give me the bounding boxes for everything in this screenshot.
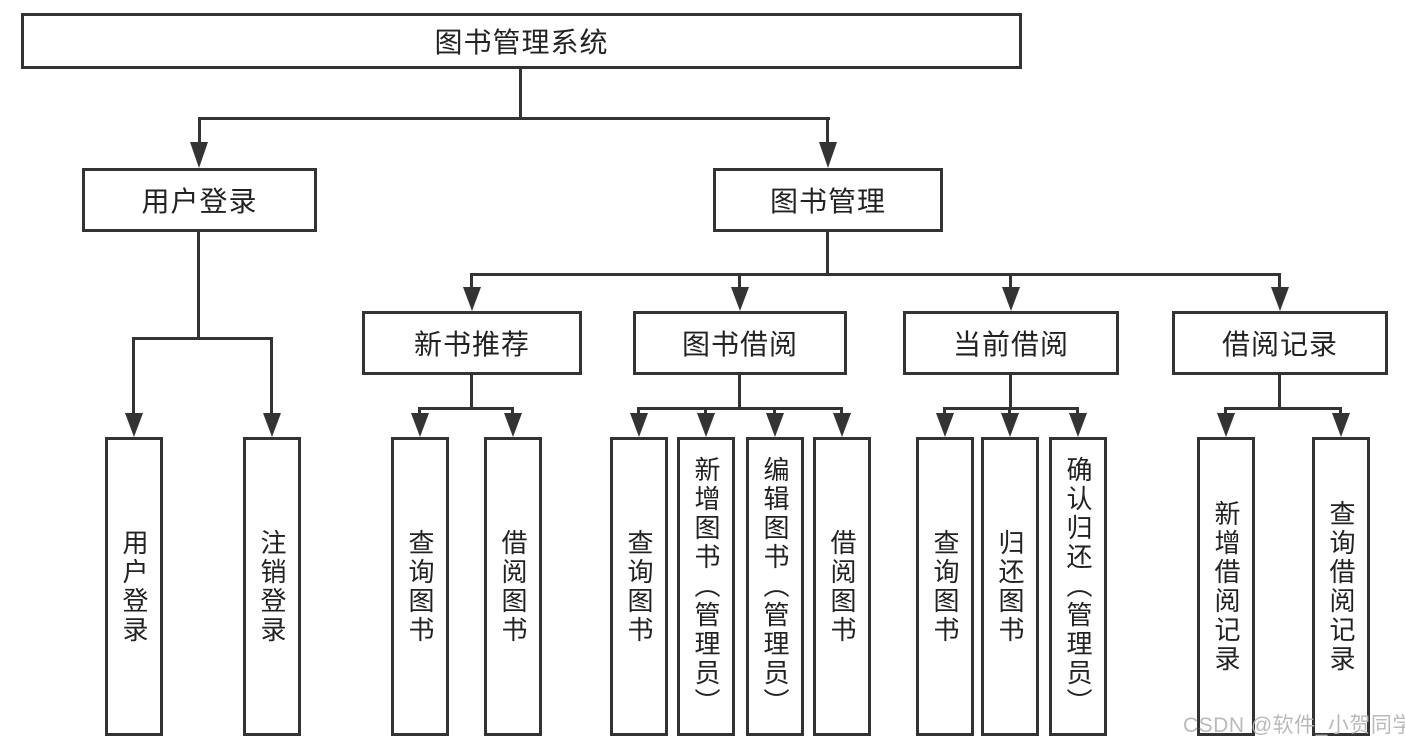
connector-line xyxy=(519,68,522,117)
connector-line xyxy=(198,117,201,144)
leaf-logout-login: 注销登录 xyxy=(243,437,301,736)
arrow-down-icon xyxy=(504,413,522,437)
connector-line xyxy=(1224,407,1342,410)
node-current-borrow: 当前借阅 xyxy=(903,311,1119,375)
leaf-cb-return-books: 归还图书 xyxy=(981,437,1039,736)
arrow-down-icon xyxy=(1217,413,1235,437)
node-root: 图书管理系统 xyxy=(21,13,1022,69)
arrow-down-icon xyxy=(411,413,429,437)
leaf-br-add-borrow-record-label: 新增借阅记录 xyxy=(1211,499,1241,674)
connector-line xyxy=(132,337,135,415)
arrow-down-icon xyxy=(125,413,143,437)
node-user-login: 用户登录 xyxy=(82,168,317,232)
connector-line xyxy=(198,117,830,120)
connector-line xyxy=(1339,407,1342,415)
arrow-down-icon xyxy=(1069,413,1087,437)
leaf-rec-borrow-books: 借阅图书 xyxy=(484,437,542,736)
leaf-bb-borrow-books: 借阅图书 xyxy=(813,437,871,736)
leaf-cb-query-books: 查询图书 xyxy=(916,437,974,736)
connector-line xyxy=(132,337,273,340)
watermark: CSDN @软件_小贺同学 xyxy=(1183,714,1405,737)
node-user-login-label: 用户登录 xyxy=(141,186,258,217)
leaf-bb-edit-books-admin: 编辑图书（管理员） xyxy=(746,437,804,736)
leaf-logout-login-label: 注销登录 xyxy=(257,528,287,645)
connector-line xyxy=(738,273,741,289)
leaf-bb-borrow-books-label: 借阅图书 xyxy=(827,528,857,645)
arrow-down-icon xyxy=(697,413,715,437)
connector-line xyxy=(943,407,1079,410)
node-book-borrow: 图书借阅 xyxy=(633,311,847,375)
node-borrow-records-label: 借阅记录 xyxy=(1221,329,1338,360)
connector-line xyxy=(470,273,1281,276)
connector-line xyxy=(1278,375,1281,407)
arrow-down-icon xyxy=(1332,413,1350,437)
arrow-down-icon xyxy=(833,413,851,437)
leaf-rec-borrow-books-label: 借阅图书 xyxy=(498,528,528,645)
connector-line xyxy=(1009,375,1012,407)
leaf-cb-confirm-return-admin: 确认归还（管理员） xyxy=(1049,437,1107,736)
arrow-down-icon xyxy=(263,413,281,437)
arrow-down-icon xyxy=(1002,287,1020,311)
connector-line xyxy=(1008,407,1011,415)
arrow-down-icon xyxy=(819,142,837,168)
connector-line xyxy=(943,407,946,415)
connector-line xyxy=(197,232,200,337)
arrow-down-icon xyxy=(630,413,648,437)
node-new-book-recommend-label: 新书推荐 xyxy=(413,329,530,360)
node-book-borrow-label: 图书借阅 xyxy=(681,329,798,360)
connector-line xyxy=(840,407,843,415)
arrow-down-icon xyxy=(766,413,784,437)
arrow-down-icon xyxy=(1001,413,1019,437)
node-root-label: 图书管理系统 xyxy=(434,27,609,58)
connector-line xyxy=(270,337,273,415)
arrow-down-icon xyxy=(936,413,954,437)
leaf-bb-query-books: 查询图书 xyxy=(610,437,668,736)
leaf-cb-confirm-return-admin-label: 确认归还（管理员） xyxy=(1063,456,1093,717)
leaf-br-add-borrow-record: 新增借阅记录 xyxy=(1197,437,1255,736)
leaf-bb-add-books-admin: 新增图书（管理员） xyxy=(677,437,735,736)
connector-line xyxy=(704,407,707,415)
arrow-down-icon xyxy=(190,142,208,168)
leaf-br-query-borrow-record-label: 查询借阅记录 xyxy=(1326,499,1356,674)
connector-line xyxy=(826,232,829,273)
node-new-book-recommend: 新书推荐 xyxy=(362,311,582,375)
arrow-down-icon xyxy=(731,287,749,311)
leaf-user-login-label: 用户登录 xyxy=(119,528,149,645)
connector-line xyxy=(1278,273,1281,289)
node-book-management-label: 图书管理 xyxy=(769,186,886,217)
connector-line xyxy=(1009,273,1012,289)
connector-line xyxy=(1076,407,1079,415)
leaf-rec-query-books-label: 查询图书 xyxy=(405,528,435,645)
connector-line xyxy=(470,273,473,289)
leaf-user-login: 用户登录 xyxy=(105,437,163,736)
leaf-bb-edit-books-admin-label: 编辑图书（管理员） xyxy=(760,456,790,717)
leaf-cb-query-books-label: 查询图书 xyxy=(930,528,960,645)
arrow-down-icon xyxy=(463,287,481,311)
connector-line xyxy=(773,407,776,415)
leaf-cb-return-books-label: 归还图书 xyxy=(995,528,1025,645)
connector-line xyxy=(418,407,514,410)
arrow-down-icon xyxy=(1271,287,1289,311)
leaf-bb-add-books-admin-label: 新增图书（管理员） xyxy=(691,456,721,717)
connector-line xyxy=(826,117,829,144)
connector-line xyxy=(511,407,514,415)
leaf-br-query-borrow-record: 查询借阅记录 xyxy=(1312,437,1370,736)
connector-line xyxy=(738,375,741,407)
node-borrow-records: 借阅记录 xyxy=(1172,311,1388,375)
connector-line xyxy=(637,407,640,415)
connector-line xyxy=(418,407,421,415)
leaf-bb-query-books-label: 查询图书 xyxy=(624,528,654,645)
connector-line xyxy=(1224,407,1227,415)
leaf-rec-query-books: 查询图书 xyxy=(391,437,449,736)
node-current-borrow-label: 当前借阅 xyxy=(952,329,1069,360)
connector-line xyxy=(637,407,843,410)
node-book-management: 图书管理 xyxy=(713,168,943,232)
connector-line xyxy=(470,375,473,407)
